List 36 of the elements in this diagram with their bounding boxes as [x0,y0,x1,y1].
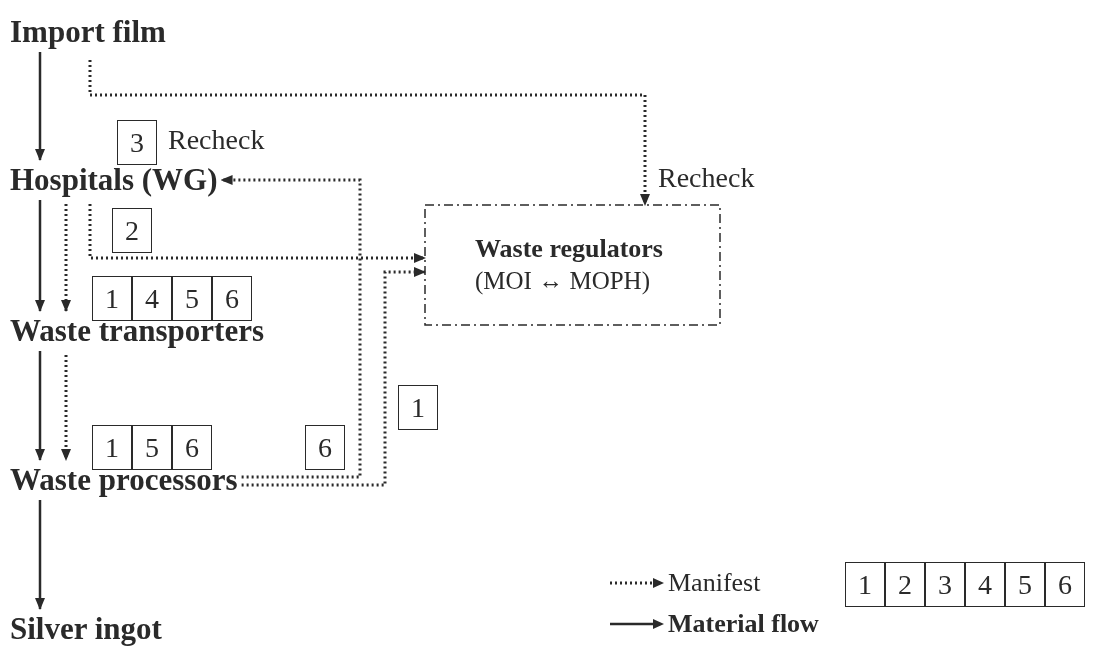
dotted-arrow [88,60,650,206]
manifest-number: 1 [92,425,132,470]
manifest-number: 2 [885,562,925,607]
manifest-number: 2 [112,208,152,253]
manifest-number: 6 [1045,562,1085,607]
manifest-number: 6 [172,425,212,470]
manifest-number: 5 [172,276,212,321]
manifest-number: 4 [132,276,172,321]
note-text: Recheck [168,123,265,157]
legend-text: Manifest [668,567,761,599]
stage-label: Silver ingot [10,611,162,647]
arrow [35,200,45,312]
stage-label: Import film [10,14,166,50]
box-subtitle: (MOI ↔ MOPH) [475,266,651,297]
arrow [35,52,45,161]
manifest-number: 1 [398,385,438,430]
stage-label: Hospitals (WG) [10,162,218,198]
note-text: Recheck [658,161,755,195]
dotted-arrow [241,267,426,487]
manifest-number: 5 [1005,562,1045,607]
dotted-arrow [61,355,71,461]
manifest-number: 1 [92,276,132,321]
manifest-number: 3 [925,562,965,607]
legend-text: Material flow [668,608,819,640]
arrow [35,351,45,461]
dotted-arrow [61,204,71,312]
manifest-number: 1 [845,562,885,607]
dotted-arrow [88,204,426,263]
dotted-arrow [220,175,362,479]
manifest-number: 5 [132,425,172,470]
box-title: Waste regulators [475,233,664,265]
arrow [35,500,45,610]
manifest-number: 6 [305,425,345,470]
manifest-number: 6 [212,276,252,321]
manifest-number: 4 [965,562,1005,607]
manifest-number: 3 [117,120,157,165]
